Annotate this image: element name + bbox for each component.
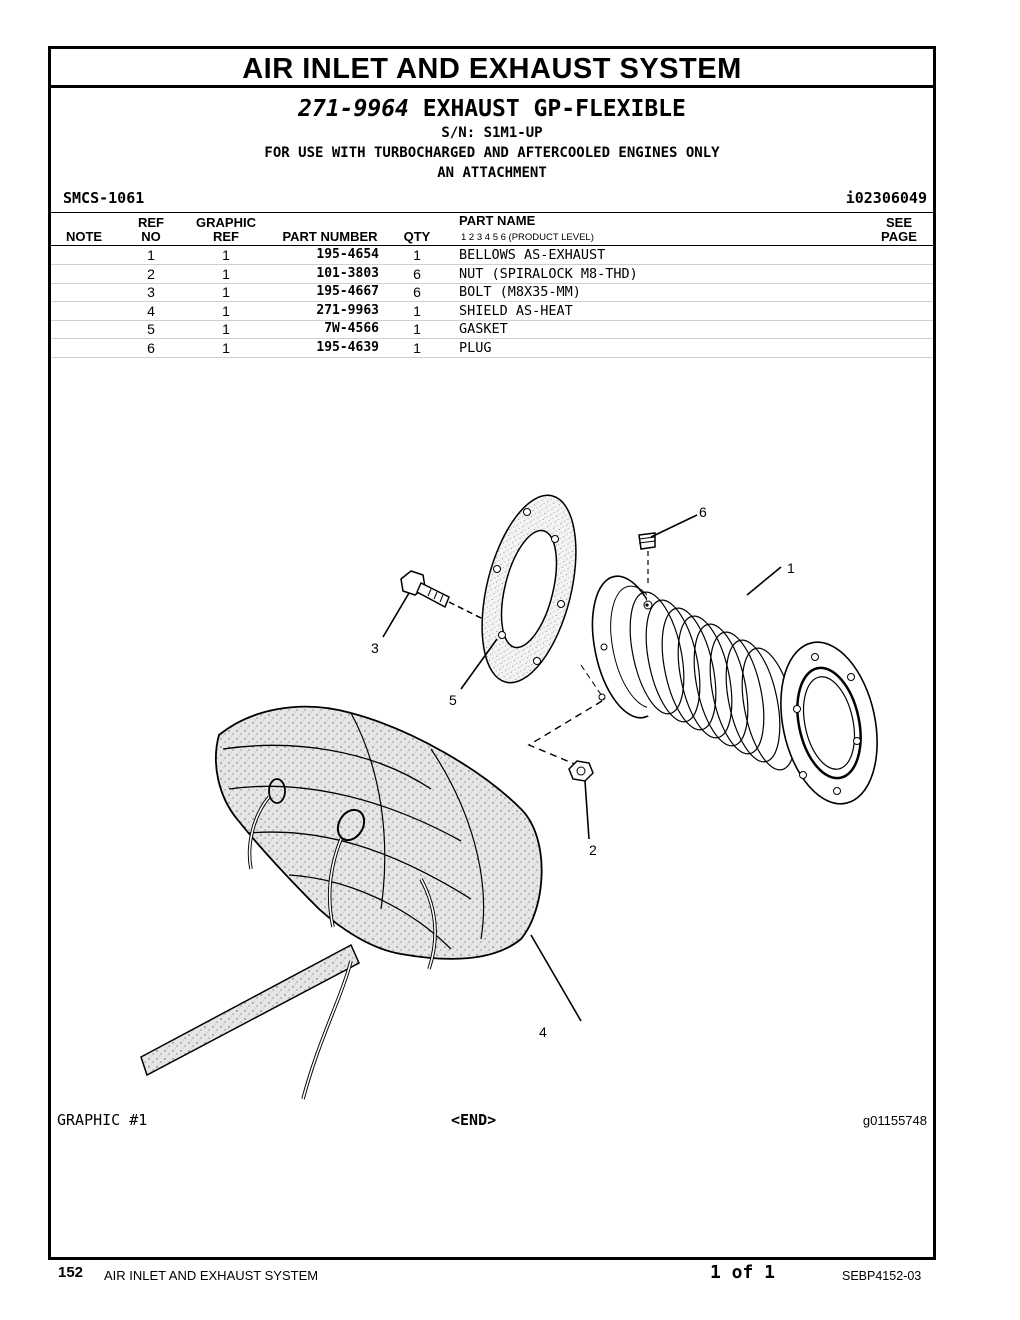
part-number: 195-4667 xyxy=(316,284,379,299)
table-top-rule xyxy=(51,212,933,213)
part-number: 195-4639 xyxy=(316,339,379,355)
leader-lines xyxy=(382,514,782,1022)
col-product-levels: 1 2 3 4 5 6 (PRODUCT LEVEL) xyxy=(461,232,594,243)
col-qty: QTY xyxy=(403,229,431,244)
bellows xyxy=(580,575,878,805)
table-row: 1 1 195-4654 1 BELLOWS AS-EXHAUST xyxy=(51,246,933,265)
end-marker: <END> xyxy=(451,1111,497,1129)
callouts: 1 2 3 4 5 6 xyxy=(371,504,795,1040)
callout-4: 4 xyxy=(539,1024,547,1040)
graphic-label: GRAPHIC #1 xyxy=(57,1111,148,1129)
col-note: NOTE xyxy=(65,229,103,244)
ref-number: 1 xyxy=(147,247,155,263)
table-row: 4 1 271-9963 1 SHIELD AS-HEAT xyxy=(51,302,933,321)
graphic-ref: 1 xyxy=(222,247,230,263)
info-id: i02306049 xyxy=(845,189,927,207)
ref-number: 3 xyxy=(147,284,155,300)
group-name: EXHAUST GP-FLEXIBLE xyxy=(422,96,686,122)
part-name: PLUG xyxy=(459,339,492,356)
ref-number: 6 xyxy=(147,339,155,356)
part-name: BELLOWS AS-EXHAUST xyxy=(459,247,606,263)
exploded-view-illustration: 1 2 3 4 5 6 xyxy=(140,494,878,1100)
quantity: 1 xyxy=(413,247,421,263)
col-ref-top: REF xyxy=(138,215,164,230)
ref-number: 2 xyxy=(147,265,155,282)
table-row: 5 1 7W-4566 1 GASKET xyxy=(51,320,933,339)
callout-5: 5 xyxy=(449,692,457,708)
page-of: 1 of 1 xyxy=(710,1262,776,1283)
attachment-note: AN ATTACHMENT xyxy=(437,165,547,181)
part-number: 195-4654 xyxy=(316,247,379,262)
group-title: 271-9964 EXHAUST GP-FLEXIBLE xyxy=(51,95,933,123)
col-part-number: PART NUMBER xyxy=(282,229,378,244)
col-see-top: SEE xyxy=(885,215,912,230)
table-row: 2 1 101-3803 6 NUT (SPIRALOCK M8-THD) xyxy=(51,265,933,284)
col-part-name: PART NAME xyxy=(459,213,536,228)
group-header: 271-9964 EXHAUST GP-FLEXIBLE S/N: S1M1-U… xyxy=(51,95,933,183)
graphic-ref: 1 xyxy=(222,302,230,319)
graphic-id: g01155748 xyxy=(862,1113,927,1128)
quantity: 1 xyxy=(413,321,421,337)
part-name: GASKET xyxy=(459,321,508,337)
part-name: SHIELD AS-HEAT xyxy=(459,302,573,319)
quantity: 1 xyxy=(413,339,421,356)
graphic-ref: 1 xyxy=(222,339,230,356)
graphic-ref: 1 xyxy=(222,321,230,337)
table-header-rule xyxy=(51,245,933,246)
quantity: 6 xyxy=(413,265,421,282)
part-number: 271-9963 xyxy=(316,302,379,318)
ref-number: 5 xyxy=(147,321,155,337)
col-see-bottom: PAGE xyxy=(881,229,917,244)
page-number: 152 xyxy=(58,1264,84,1281)
footer-title: AIR INLET AND EXHAUST SYSTEM xyxy=(104,1268,319,1283)
part-number: 7W-4566 xyxy=(324,321,379,336)
callout-2: 2 xyxy=(589,842,597,858)
serial-number: S/N: S1M1-UP xyxy=(441,125,543,141)
callout-6: 6 xyxy=(699,504,707,520)
gasket xyxy=(481,494,577,684)
col-graphic-bottom: REF xyxy=(213,229,239,244)
graphic-ref: 1 xyxy=(222,265,230,282)
doc-id: SEBP4152-03 xyxy=(842,1269,922,1283)
nut xyxy=(527,700,603,782)
usage-note: FOR USE WITH TURBOCHARGED AND AFTERCOOLE… xyxy=(264,145,720,161)
quantity: 1 xyxy=(413,302,421,319)
group-part-number: 271-9964 xyxy=(298,96,409,122)
part-name: NUT (SPIRALOCK M8-THD) xyxy=(459,265,638,282)
table-row: 6 1 195-4639 1 PLUG xyxy=(51,339,933,358)
quantity: 6 xyxy=(413,284,421,300)
part-name: BOLT (M8X35-MM) xyxy=(459,284,581,300)
callout-1: 1 xyxy=(787,560,795,576)
callout-3: 3 xyxy=(371,640,379,656)
table-row: 3 1 195-4667 6 BOLT (M8X35-MM) xyxy=(51,283,933,302)
col-graphic-top: GRAPHIC xyxy=(196,215,256,230)
part-number: 101-3803 xyxy=(316,265,379,281)
smcs-code: SMCS-1061 xyxy=(63,189,145,207)
graphic-ref: 1 xyxy=(222,284,230,300)
section-title: AIR INLET AND EXHAUST SYSTEM xyxy=(51,49,933,88)
col-ref-bottom: NO xyxy=(141,229,161,244)
page-frame: AIR INLET AND EXHAUST SYSTEM 271-9964 EX… xyxy=(48,46,936,1260)
bolt xyxy=(400,570,484,620)
ref-number: 4 xyxy=(147,302,155,319)
heat-shield xyxy=(140,705,543,1100)
